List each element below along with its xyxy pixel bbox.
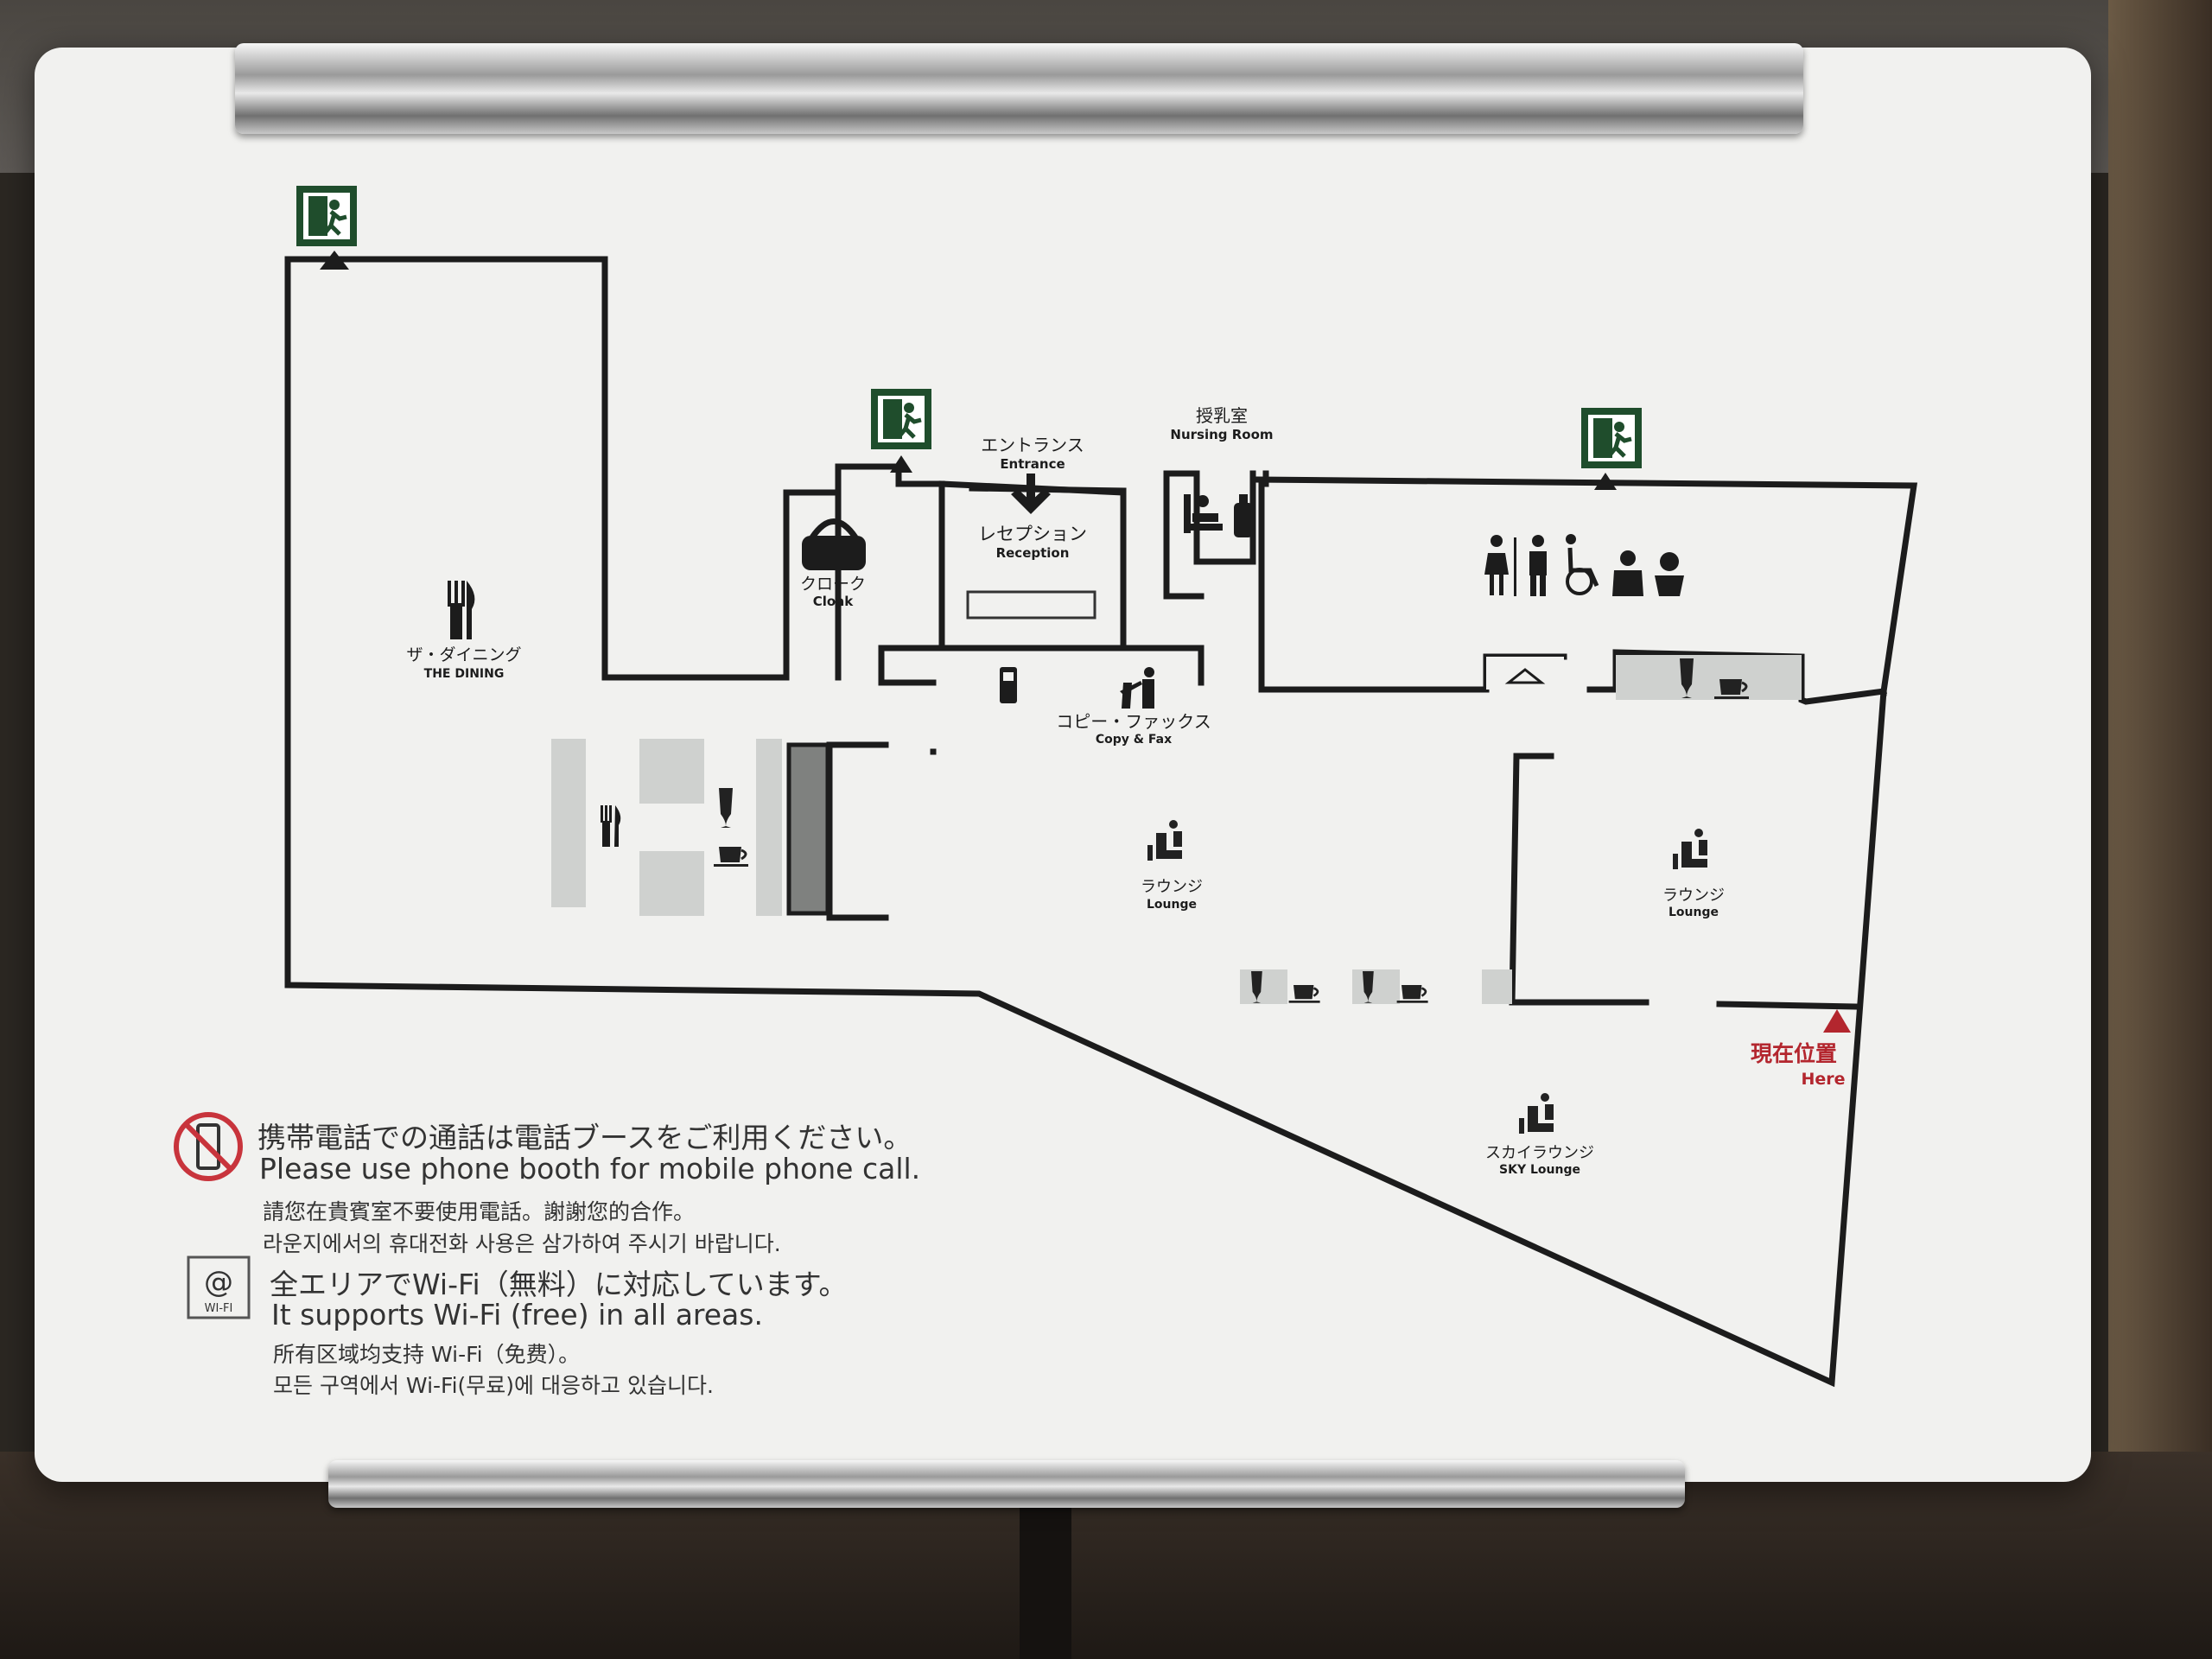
fork-knife-icon — [448, 581, 475, 639]
copy-fax-label-ja: コピー・ファックス — [1056, 711, 1211, 732]
copier-icon — [1120, 667, 1154, 709]
phone-icon — [1000, 667, 1017, 703]
dining-label-en: THE DINING — [424, 667, 505, 681]
entrance-label-ja: エントランス — [981, 435, 1084, 455]
sky-lounge-label-en: SKY Lounge — [1499, 1163, 1580, 1177]
here-marker — [1823, 1009, 1851, 1033]
wifi-badge-label: WI-FI — [205, 1302, 233, 1315]
reception-label-ja: レセプション — [978, 524, 1087, 544]
lounge-right-label-en: Lounge — [1669, 906, 1719, 919]
cup-icon — [712, 845, 750, 868]
coat-hanger-icon — [1504, 668, 1546, 684]
lounge-chair-icon — [1147, 820, 1182, 861]
cloak-label-ja: クローク — [800, 575, 866, 594]
dining-table-1 — [551, 739, 586, 907]
baby-icon — [1655, 552, 1684, 596]
phone-notice-ko: 라운지에서의 휴대전화 사용은 삼가하여 주시기 바랍니다. — [263, 1231, 781, 1256]
cloak-counter — [1486, 657, 1564, 690]
reception-desk — [966, 590, 1096, 620]
lounge-right-label-ja: ラウンジ — [1662, 887, 1725, 905]
emergency-exit-icon — [296, 186, 357, 246]
here-label-en: Here — [1801, 1070, 1845, 1089]
cup-icon — [1287, 983, 1321, 1005]
exit-arrow-2 — [890, 455, 912, 473]
fork-knife-icon — [601, 805, 621, 847]
lounge-chair-icon — [1519, 1093, 1554, 1134]
drink-bar-upper — [1616, 655, 1802, 700]
restroom-icon — [1484, 535, 1547, 596]
nursing-label-en: Nursing Room — [1170, 427, 1273, 442]
exit-arrow-3 — [1594, 473, 1617, 490]
lounge-chair-icon — [1673, 829, 1707, 869]
dining-counter-dark — [786, 742, 830, 916]
background-right — [2108, 0, 2212, 1659]
dining-table-3 — [639, 851, 704, 916]
lounge-center-label-ja: ラウンジ — [1141, 878, 1203, 896]
here-label-ja: 現在位置 — [1751, 1041, 1837, 1066]
wifi-notice-zh: 所有区域均支持 Wi-Fi（免费）。 — [273, 1342, 581, 1367]
reception-label-en: Reception — [996, 545, 1070, 561]
no-phone-icon — [174, 1112, 243, 1181]
top-metal-clip — [235, 43, 1803, 134]
baby-icon — [1184, 494, 1253, 537]
floor-map-board — [35, 48, 2091, 1482]
entrance-arrow-icon — [1011, 474, 1051, 514]
wheelchair-icon — [1566, 534, 1599, 595]
drink-stand-1 — [1240, 969, 1287, 1004]
phone-notice-en: Please use phone booth for mobile phone … — [259, 1152, 921, 1185]
bottom-metal-clip — [328, 1460, 1685, 1508]
svg-text:@: @ — [204, 1265, 233, 1300]
wifi-notice-ko: 모든 구역에서 Wi-Fi(무료)에 대응하고 있습니다. — [273, 1373, 714, 1398]
lounge-center-label-en: Lounge — [1147, 898, 1197, 912]
dining-table-2 — [639, 739, 704, 804]
emergency-exit-icon — [871, 389, 931, 449]
wifi-notice-en: It supports Wi-Fi (free) in all areas. — [271, 1298, 763, 1332]
entrance-label-en: Entrance — [1000, 456, 1065, 472]
phone-notice-zh: 請您在貴賓室不要使用電話。謝謝您的合作。 — [263, 1199, 696, 1224]
exit-arrow-1 — [320, 251, 349, 270]
cloak-label-en: Cloak — [813, 594, 855, 609]
bag-icon — [802, 518, 866, 570]
wifi-notice-ja: 全エリアでWi-Fi（無料）に対応しています。 — [270, 1268, 848, 1301]
nursing-person-icon — [1612, 550, 1643, 596]
dining-counter-light — [756, 739, 782, 916]
emergency-exit-icon — [1581, 408, 1642, 468]
phone-notice-ja: 携帯電話での通話は電話ブースをご利用ください。 — [257, 1121, 912, 1154]
drink-stand-3 — [1482, 969, 1512, 1004]
glass-icon — [719, 788, 733, 828]
nursing-label-ja: 授乳室 — [1196, 405, 1248, 426]
wifi-icon: @ WI-FI — [187, 1255, 251, 1319]
dining-label-ja: ザ・ダイニング — [406, 645, 521, 664]
drink-stand-2 — [1352, 969, 1400, 1004]
copy-fax-label-en: Copy & Fax — [1096, 733, 1172, 747]
sky-lounge-label-ja: スカイラウンジ — [1485, 1144, 1594, 1162]
cup-icon — [1395, 983, 1429, 1005]
